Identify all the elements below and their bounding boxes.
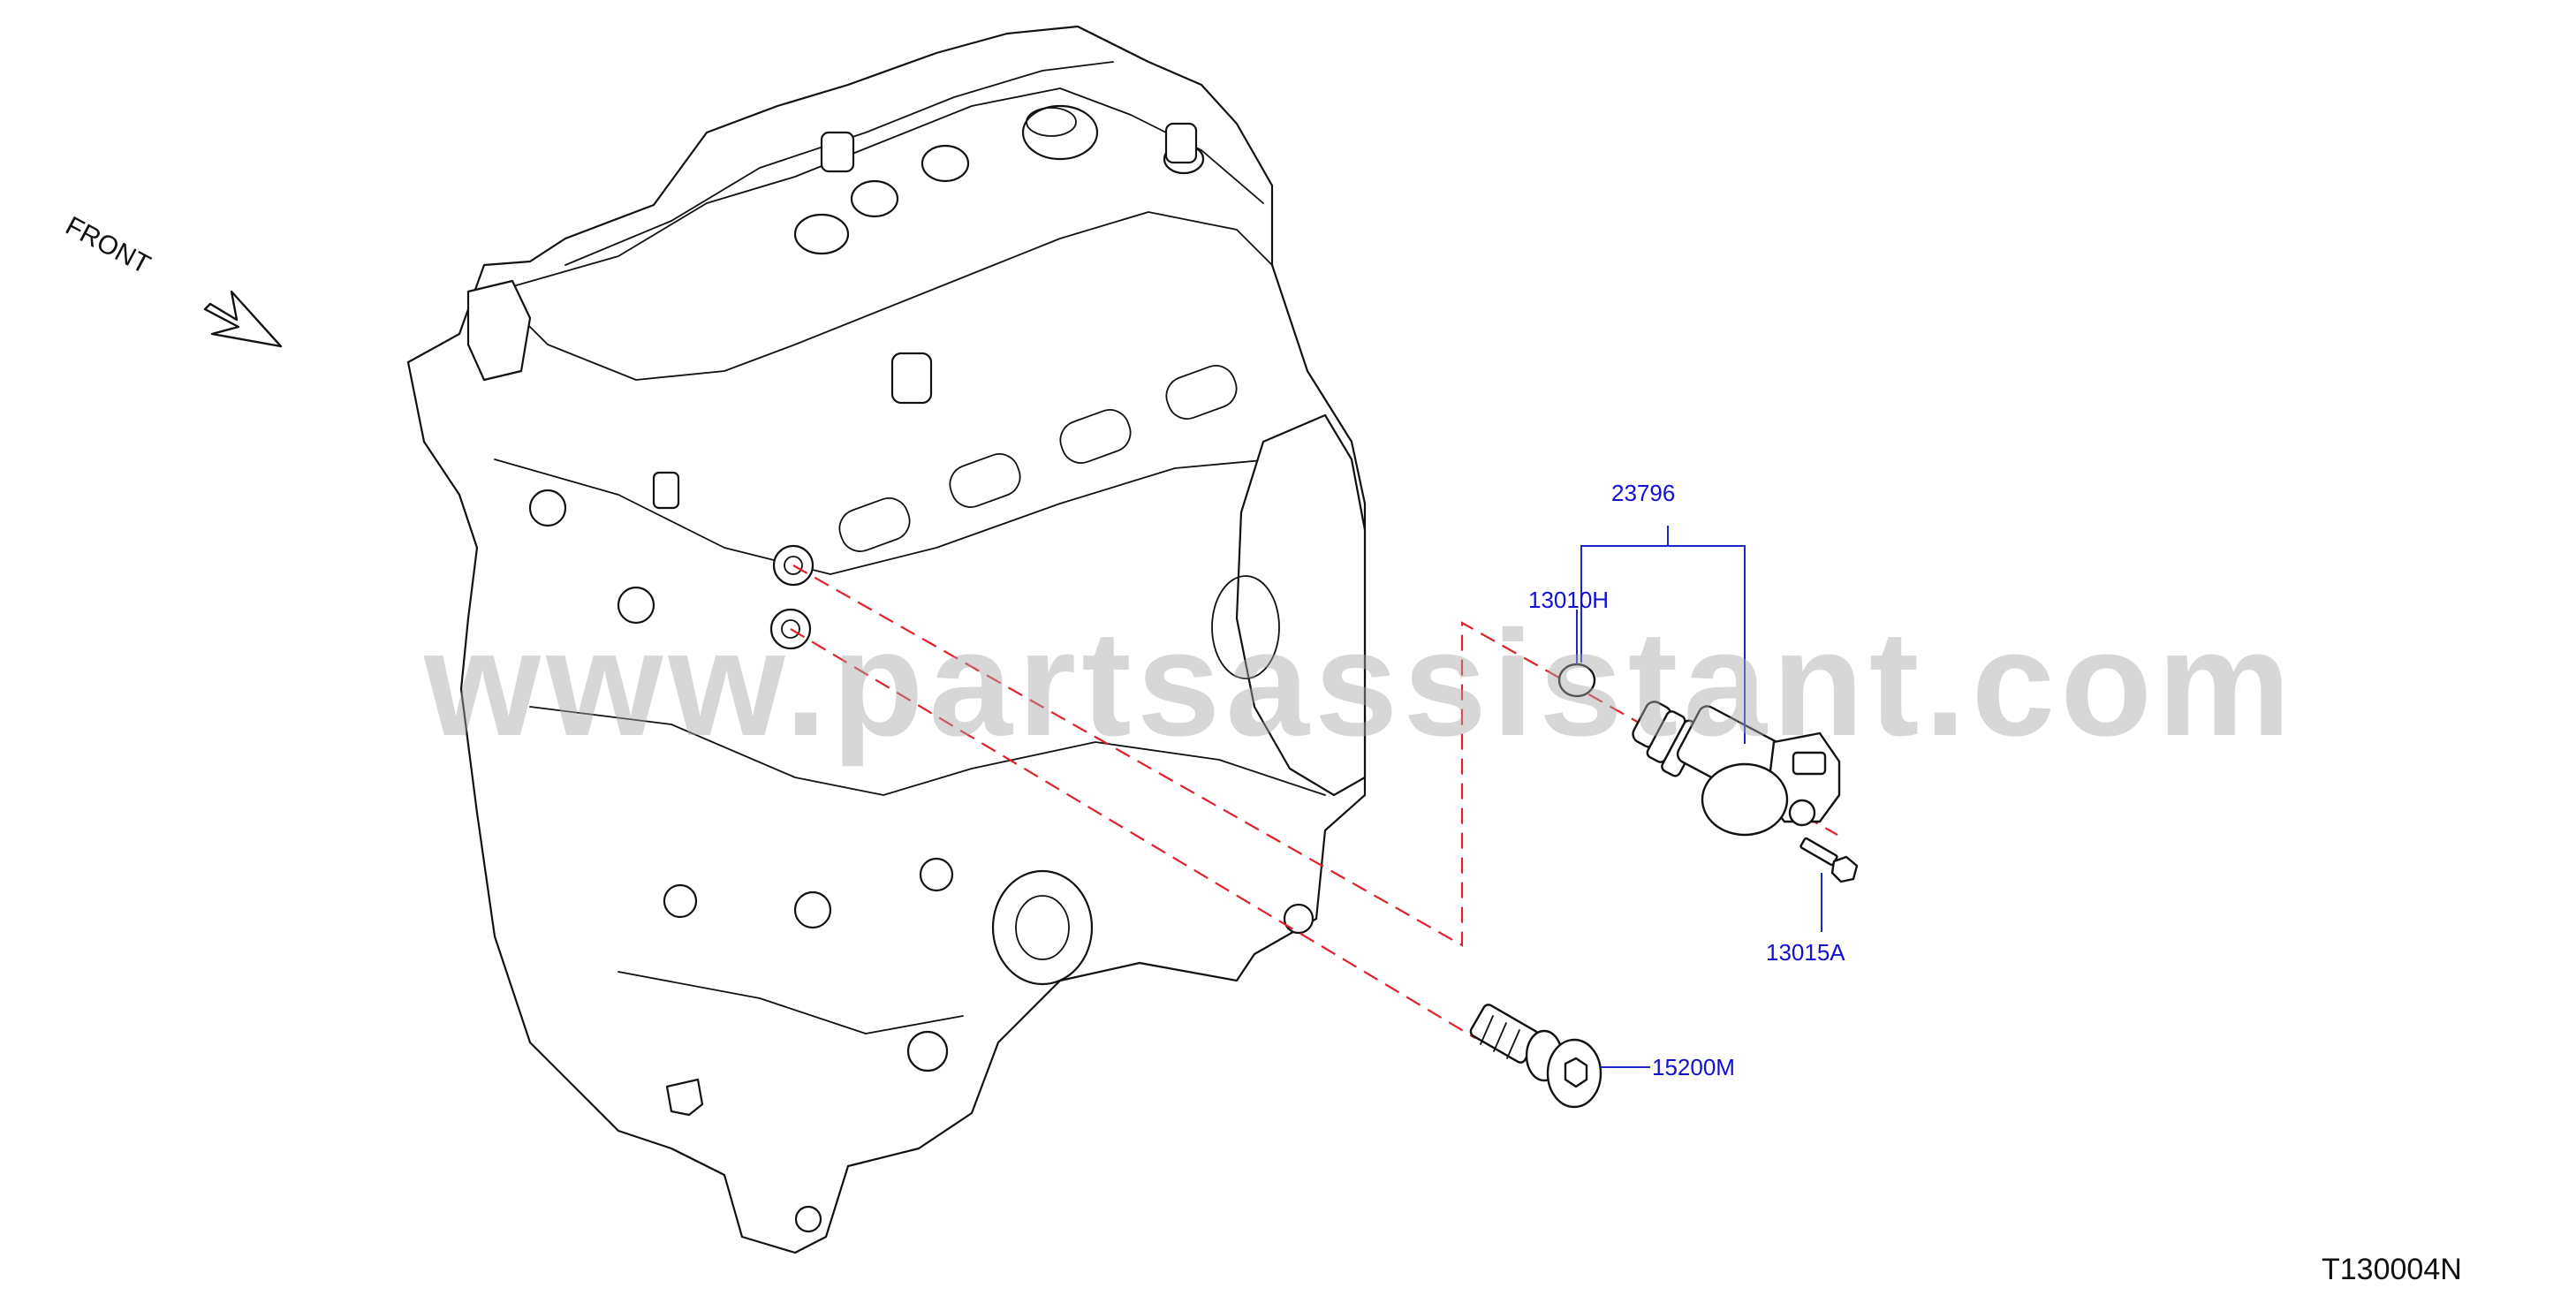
solenoid-valve-flange-hole: [1788, 799, 1816, 827]
leader-23796: [1580, 526, 1746, 744]
block-rib-lower: [529, 706, 1326, 796]
block-boss-6: [1283, 903, 1315, 935]
vent-stud-1: [820, 131, 855, 173]
intake-port-1: [838, 497, 911, 552]
bolt-shank: [1799, 837, 1838, 867]
front-upper-boss: [466, 279, 532, 382]
cam-cover-ridge: [564, 61, 1114, 266]
center-line-upper: [792, 565, 1838, 947]
oil-filler-cap-top: [1026, 107, 1077, 137]
timing-cover-port: [1211, 575, 1280, 679]
strainer-screen-ribs: [1480, 1015, 1520, 1059]
block-boss-7: [906, 1030, 949, 1072]
intake-port-2: [949, 453, 1021, 508]
block-boss-5: [919, 857, 954, 892]
callout-13015A[interactable]: 13015A: [1766, 939, 1845, 966]
control-solenoid-valve: [1632, 701, 1841, 837]
intake-port-3: [1059, 409, 1132, 464]
leader-lines: [1576, 526, 1822, 1068]
callout-23796[interactable]: 23796: [1611, 480, 1675, 506]
front-arrow-icon: [203, 290, 283, 348]
coil-boss-2: [850, 179, 899, 218]
coil-boss-1: [793, 213, 850, 255]
engine-assembly: [406, 25, 1367, 1254]
front-label: FRONT: [61, 211, 155, 280]
block-boss-1: [528, 489, 567, 527]
oil-filter-mount: [991, 869, 1094, 986]
callout-13010H[interactable]: 13010H: [1528, 587, 1609, 613]
callout-15200M[interactable]: 15200M: [1652, 1054, 1735, 1080]
block-rib-base: [617, 971, 964, 1034]
valve-bore-lower-inner: [781, 619, 800, 639]
intake-port-4: [1165, 365, 1238, 420]
block-boss-3: [663, 883, 698, 919]
watermark-text: www.partsassistant.com: [423, 600, 2296, 768]
front-indicator: FRONT: [61, 211, 283, 348]
center-line-lower: [790, 628, 1476, 1039]
drawing-code: T130004N: [2322, 1253, 2462, 1286]
vent-stud-3: [890, 352, 933, 405]
oil-filter-mount-inner: [1015, 895, 1070, 960]
drain-fitting: [665, 1078, 704, 1117]
vent-stud-2: [1164, 122, 1198, 164]
bolt-head: [1830, 855, 1859, 883]
strainer-plug-part: [1469, 1004, 1602, 1109]
valve-bore-upper-inner: [784, 556, 803, 575]
oil-filler-cap: [1021, 104, 1099, 161]
bolt-part: [1799, 837, 1859, 883]
timing-cover: [1235, 413, 1367, 797]
vent-stud-4: [652, 471, 680, 510]
coil-boss-3: [921, 144, 970, 183]
block-boss-4: [793, 890, 832, 929]
callouts: 23796 13010H 13015A 15200M: [1528, 480, 1845, 1080]
solenoid-valve-flange: [1701, 762, 1789, 837]
engine-block-outline: [406, 25, 1367, 1254]
solenoid-valve-connector-socket: [1792, 751, 1827, 776]
center-lines: [790, 565, 1838, 1039]
block-boss-8: [794, 1205, 822, 1233]
block-rib-upper: [494, 458, 1273, 575]
block-boss-2: [617, 586, 655, 625]
strainer-plug-hex-socket: [1564, 1057, 1588, 1088]
